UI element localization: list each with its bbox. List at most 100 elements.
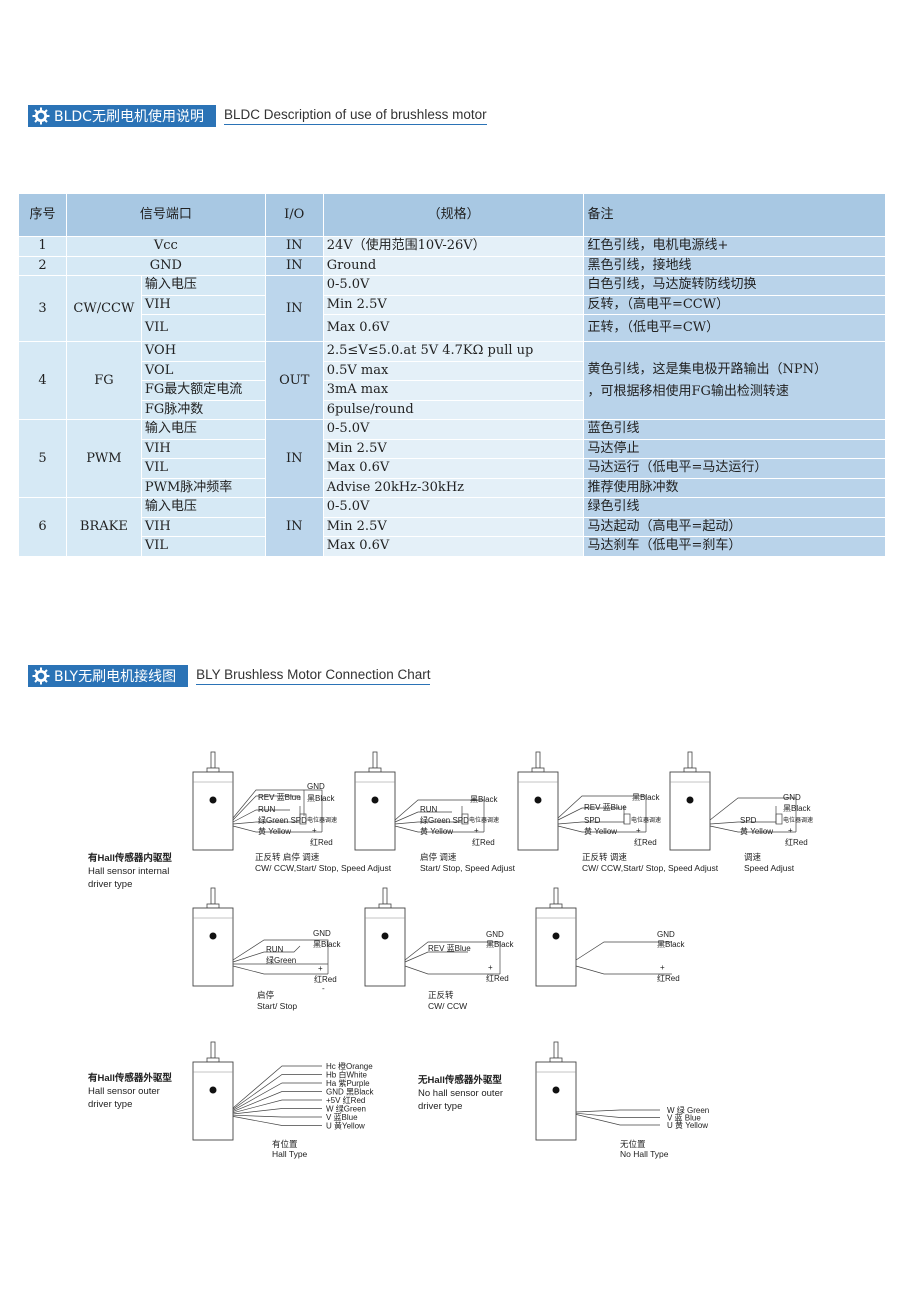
row-sub: VIL xyxy=(140,536,266,557)
wire-line xyxy=(232,1074,322,1110)
caption-en: CW/ CCW xyxy=(428,1001,467,1011)
diagram-start-stop: GND 黑Black RUN 绿Green + 红Red - 启停 Start/… xyxy=(192,887,342,1011)
title-cn: 有Hall传感器内驱型 xyxy=(88,853,172,864)
wire-label: + xyxy=(488,963,493,972)
wire-label: + xyxy=(636,826,641,835)
table-row: PWM脉冲频率 Advise 20kHz-30kHz 推荐使用脉冲数 xyxy=(19,477,886,498)
wire-label: + xyxy=(474,826,479,835)
title-en: driver type xyxy=(88,879,133,890)
row-spec: 6pulse/round xyxy=(322,399,585,420)
diagram-cw-ccw: GND 黑Black REV 蓝Blue + 红Red 正反转 CW/ CCW xyxy=(364,887,515,1011)
wire-label: 绿Green SPD xyxy=(420,816,469,825)
wire-label: 红Red xyxy=(486,973,509,983)
wire-label: 黄 Yellow xyxy=(258,826,291,836)
section-header-bly: BLY无刷电机接线图 BLY Brushless Motor Connectio… xyxy=(28,664,431,688)
row-sub: 输入电压 xyxy=(140,497,266,518)
row-note: 马达停止 xyxy=(583,438,886,459)
wire-label: 电位器调速 xyxy=(469,816,499,824)
caption-en: Start/ Stop xyxy=(257,1001,297,1011)
row-sub: PWM脉冲频率 xyxy=(140,477,266,498)
motor-icon xyxy=(517,751,559,851)
wire-label: Hb 白White xyxy=(326,1070,367,1080)
caption-cn: 无位置 xyxy=(620,1139,646,1149)
row-port: FG xyxy=(65,341,142,420)
wire-label: RUN xyxy=(258,805,276,814)
row-sub: VIH xyxy=(140,438,266,459)
internal-driver-title: 有Hall传感器内驱型 Hall sensor internal driver … xyxy=(88,852,172,891)
wire-label: GND xyxy=(307,782,325,791)
wire-label: 电位器调速 xyxy=(307,816,337,824)
row-spec: Min 2.5V xyxy=(322,516,585,537)
wire-label: 黄 Yellow xyxy=(584,826,617,836)
row-io: IN xyxy=(264,419,324,498)
motor-icon xyxy=(535,887,577,987)
caption-cn: 调速 xyxy=(744,852,762,862)
wire-label: 黑Black xyxy=(657,940,686,949)
wire-label: - xyxy=(322,984,325,993)
row-note-fg: 黄色引线，这是集电极开路输出（NPN），可根据移相使用FG输出检测转速 xyxy=(583,341,886,420)
wire-line xyxy=(232,1114,322,1118)
wire-line xyxy=(232,1082,322,1111)
caption-cn: 正反转 调速 xyxy=(582,852,627,862)
motor-icon xyxy=(669,751,711,851)
wire-label: SPD xyxy=(584,816,601,825)
row-sub: 输入电压 xyxy=(140,419,266,440)
row-sub: FG脉冲数 xyxy=(140,399,266,420)
caption-cn: 正反转 启停 调速 xyxy=(255,852,320,862)
row-io: IN xyxy=(264,497,324,557)
wire-label: 红Red xyxy=(310,837,333,847)
wire-label: RUN xyxy=(266,945,284,954)
row-port: CW/CCW xyxy=(65,275,142,342)
row-sub: FG最大额定电流 xyxy=(140,380,266,401)
title-en: driver type xyxy=(418,1101,463,1112)
wire-line xyxy=(232,1116,322,1126)
section-title-en: BLY Brushless Motor Connection Chart xyxy=(196,667,431,685)
wire-label: GND 黑Black xyxy=(326,1088,375,1097)
table-row: FG最大额定电流 3mA max xyxy=(19,380,886,401)
title-en: driver type xyxy=(88,1099,133,1110)
row-spec: 0-5.0V xyxy=(322,419,585,440)
title-en: Hall sensor internal xyxy=(88,866,170,877)
caption-cn: 正反转 xyxy=(428,990,454,1000)
wire-label: U 黄Yellow xyxy=(326,1121,365,1131)
wire-label: REV 蓝Blue xyxy=(584,802,627,812)
section-title-cn: BLDC无刷电机使用说明 xyxy=(54,109,204,125)
row-note: 红色引线，电机电源线+ xyxy=(583,236,886,257)
wire-label: 黄 Yellow xyxy=(740,826,773,836)
row-no: 2 xyxy=(18,255,67,276)
wire-label: GND xyxy=(486,930,504,939)
row-port: GND xyxy=(65,255,266,276)
wire-label: Ha 紫Purple xyxy=(326,1079,370,1088)
row-spec: Max 0.6V xyxy=(322,314,585,342)
wire-label: RUN xyxy=(420,805,438,814)
wire-label: 红Red xyxy=(657,973,680,983)
row-sub: 输入电压 xyxy=(140,275,266,296)
row-sub: VIH xyxy=(140,516,266,537)
diagram-speed-adjust: GND 黑Black SPD 黄 Yellow 电位器调速 + 红Red 调速 … xyxy=(669,751,813,873)
wire-label: 黑Black xyxy=(486,940,515,949)
row-spec: Min 2.5V xyxy=(322,438,585,459)
wire-line xyxy=(232,1091,322,1112)
row-note: 推荐使用脉冲数 xyxy=(583,477,886,498)
title-en: No hall sensor outer xyxy=(418,1088,504,1099)
diagram-start-stop-speed: 黑Black RUN 绿Green SPD 黄 Yellow 电位器调速 + 红… xyxy=(354,751,516,873)
motor-icon xyxy=(192,1041,234,1141)
outer-driver-title: 有Hall传感器外驱型 Hall sensor outer driver typ… xyxy=(88,1072,172,1111)
wire-label: U 黄 Yellow xyxy=(667,1120,708,1130)
table-row: 4 FG VOH OUT 2.5≤V≤5.0.at 5V 4.7KΩ pull … xyxy=(18,341,886,420)
wire-line xyxy=(575,1112,660,1118)
nohall-driver-title: 无Hall传感器外驱型 No hall sensor outer driver … xyxy=(418,1074,503,1113)
row-note: 反转，（高电平=CCW） xyxy=(583,294,886,315)
row-no: 4 xyxy=(18,341,67,420)
table-row: 3 CW/CCW 输入电压 IN 0-5.0V 白色引线，马达旋转防线切换 xyxy=(18,275,886,342)
table-row: VOL 0.5V max xyxy=(19,360,886,381)
wire-label: 绿Green SPD xyxy=(258,816,307,825)
wire-label: 黑Black xyxy=(313,940,342,949)
caption-en: No Hall Type xyxy=(620,1149,669,1159)
row-sub: VIH xyxy=(140,294,266,315)
row-no: 5 xyxy=(18,419,67,498)
table-row: VIH Min 2.5V 马达起动（高电平=起动） xyxy=(19,516,886,537)
wire-label: 电位器调速 xyxy=(783,816,813,824)
motor-icon xyxy=(192,751,234,851)
